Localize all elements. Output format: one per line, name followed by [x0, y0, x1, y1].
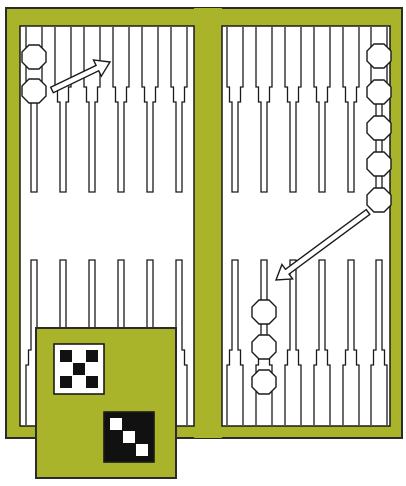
checker-top-right-3 [367, 116, 391, 140]
checker-bottom-right-2 [252, 335, 276, 359]
checker-top-left-2 [22, 79, 46, 103]
checker-top-right-4 [367, 152, 391, 176]
die-pip-2 [123, 431, 135, 443]
die-pip-4 [60, 376, 72, 388]
die-pip-3 [73, 363, 85, 375]
right-playing-field [222, 26, 390, 426]
checker-bottom-right-3 [252, 370, 276, 394]
die-pip-5 [86, 376, 98, 388]
checker-bottom-right-1 [252, 300, 276, 324]
checker-top-right-2 [367, 80, 391, 104]
die-black [104, 412, 154, 462]
checker-top-left-1 [22, 45, 46, 69]
dice-inset [36, 328, 176, 478]
die-pip-1 [110, 418, 122, 430]
board-bar [194, 8, 222, 438]
die-pip-2 [86, 350, 98, 362]
die-white [54, 344, 104, 394]
checker-top-right-1 [367, 44, 391, 68]
die-pip-3 [136, 444, 148, 456]
die-pip-1 [60, 350, 72, 362]
checker-top-right-5 [367, 188, 391, 212]
